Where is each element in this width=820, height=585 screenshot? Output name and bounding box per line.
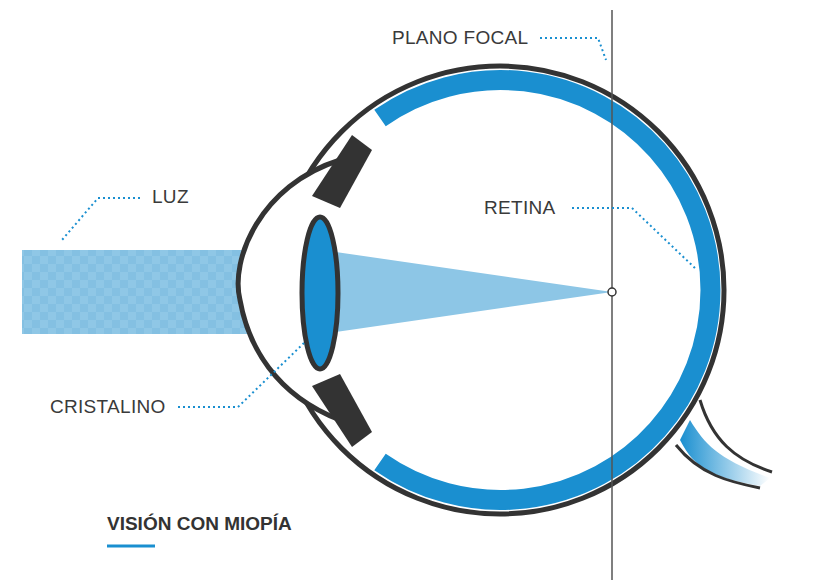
diagram-title: VISIÓN CON MIOPÍA [107,513,292,535]
lens-label: CRISTALINO [48,396,168,418]
light-label: LUZ [150,186,191,208]
focal-plane-label: PLANO FOCAL [390,27,530,49]
optic-nerve [680,420,770,486]
light-cone [322,250,612,334]
iris [312,374,372,447]
leader-lines [62,38,697,407]
focal-point [608,288,616,296]
title-underline [107,545,155,548]
eyeball [276,66,724,514]
iris [312,135,372,208]
lens [302,217,338,369]
retina-label: RETINA [482,197,557,219]
